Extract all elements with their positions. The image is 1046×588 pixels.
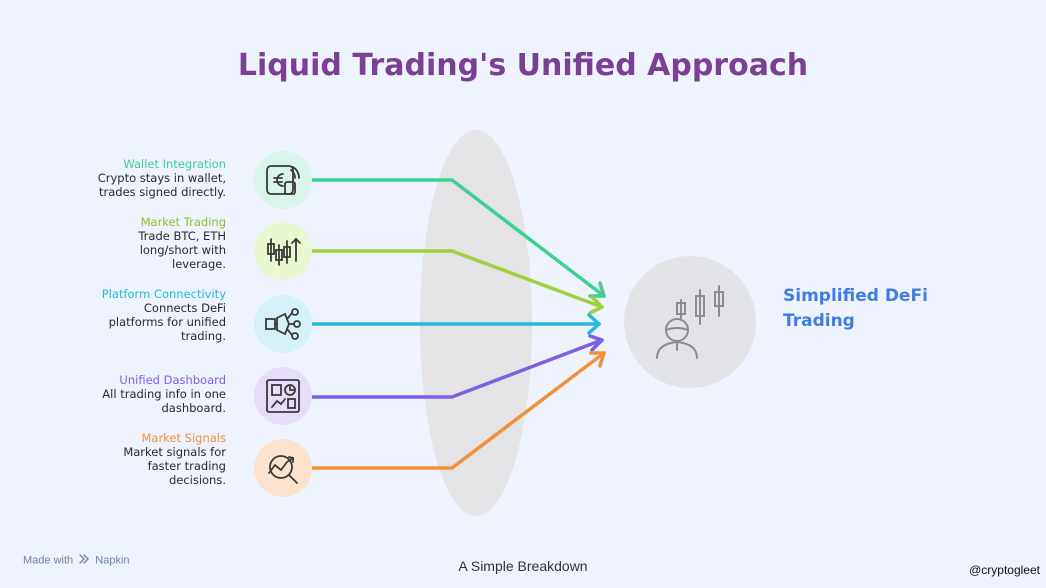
item-desc-line: trading. [180, 329, 226, 343]
item-desc-line: platforms for unified [108, 315, 226, 329]
made-with-text: Made with [23, 554, 74, 567]
item-heading: Wallet Integration [123, 157, 226, 171]
diagram-subtitle: A Simple Breakdown [458, 558, 588, 574]
arrow-wallet [310, 178, 606, 298]
item-desc-line: leverage. [172, 257, 226, 271]
item-desc-line: Market signals for [123, 445, 226, 459]
trader-chart-icon [656, 285, 724, 359]
napkin-brand: Napkin [95, 554, 130, 567]
candlestick-icon [254, 222, 312, 280]
item-desc-line: Crypto stays in wallet, [97, 171, 226, 185]
target-label-line: Trading [783, 311, 855, 331]
item-desc-line: All trading info in one [102, 387, 226, 401]
item-heading: Market Trading [140, 215, 226, 229]
item-market-trading: Market Trading Trade BTC, ETH long/short… [46, 215, 226, 271]
author-handle: @cryptogleet [969, 563, 1040, 577]
signal-search-icon [254, 439, 312, 497]
dashboard-icon [254, 367, 312, 425]
wallet-euro-icon [254, 151, 312, 209]
item-desc-line: decisions. [168, 473, 226, 487]
item-heading: Unified Dashboard [119, 373, 226, 387]
target-label-line: Simplified DeFi [783, 286, 928, 306]
arrow-platform [310, 313, 601, 335]
arrow-dashboard [310, 334, 604, 399]
item-desc-line: long/short with [139, 243, 226, 257]
network-icon [254, 295, 312, 353]
napkin-logo-icon [78, 553, 90, 568]
item-desc-line: trades signed directly. [98, 185, 226, 199]
arrow-signals [310, 351, 606, 470]
made-with-badge[interactable]: Made with Napkin [23, 553, 130, 568]
item-market-signals: Market Signals Market signals for faster… [46, 431, 226, 487]
item-heading: Market Signals [141, 431, 226, 445]
diagram-title: Liquid Trading's Unified Approach [237, 48, 809, 83]
item-desc-line: Trade BTC, ETH [138, 229, 226, 243]
item-platform-connectivity: Platform Connectivity Connects DeFi plat… [46, 287, 226, 343]
item-wallet-integration: Wallet Integration Crypto stays in walle… [46, 157, 226, 199]
item-heading: Platform Connectivity [101, 287, 226, 301]
item-desc-line: faster trading [147, 459, 226, 473]
target-label: Simplified DeFi Trading [783, 284, 963, 334]
item-unified-dashboard: Unified Dashboard All trading info in on… [46, 373, 226, 415]
arrow-market-trading [310, 249, 604, 315]
target-circle [624, 256, 756, 388]
item-desc-line: Connects DeFi [143, 301, 226, 315]
item-desc-line: dashboard. [161, 401, 227, 415]
